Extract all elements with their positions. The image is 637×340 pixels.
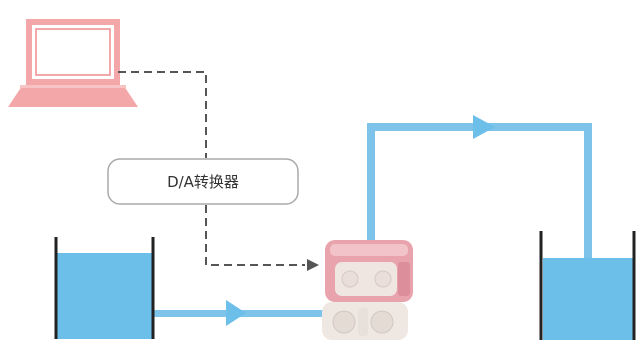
source-tank [54, 237, 155, 339]
pipe-system [153, 115, 592, 326]
destination-tank [539, 231, 636, 340]
source-water [57, 253, 152, 339]
peristaltic-pump-icon [322, 240, 413, 340]
destination-water [543, 258, 633, 340]
outlet-pipe [367, 123, 592, 258]
control-wire [118, 71, 305, 266]
arrow-right-icon [473, 115, 495, 139]
arrow-right-icon [226, 300, 246, 326]
da-converter-label: D/A转换器 [167, 173, 239, 191]
da-converter: D/A转换器 [107, 158, 299, 205]
destination-tank-wall [539, 231, 636, 340]
da-converter-box [107, 158, 299, 205]
source-tank-wall [54, 237, 155, 339]
control-wire-arrow [307, 259, 319, 271]
laptop-icon [8, 19, 138, 107]
